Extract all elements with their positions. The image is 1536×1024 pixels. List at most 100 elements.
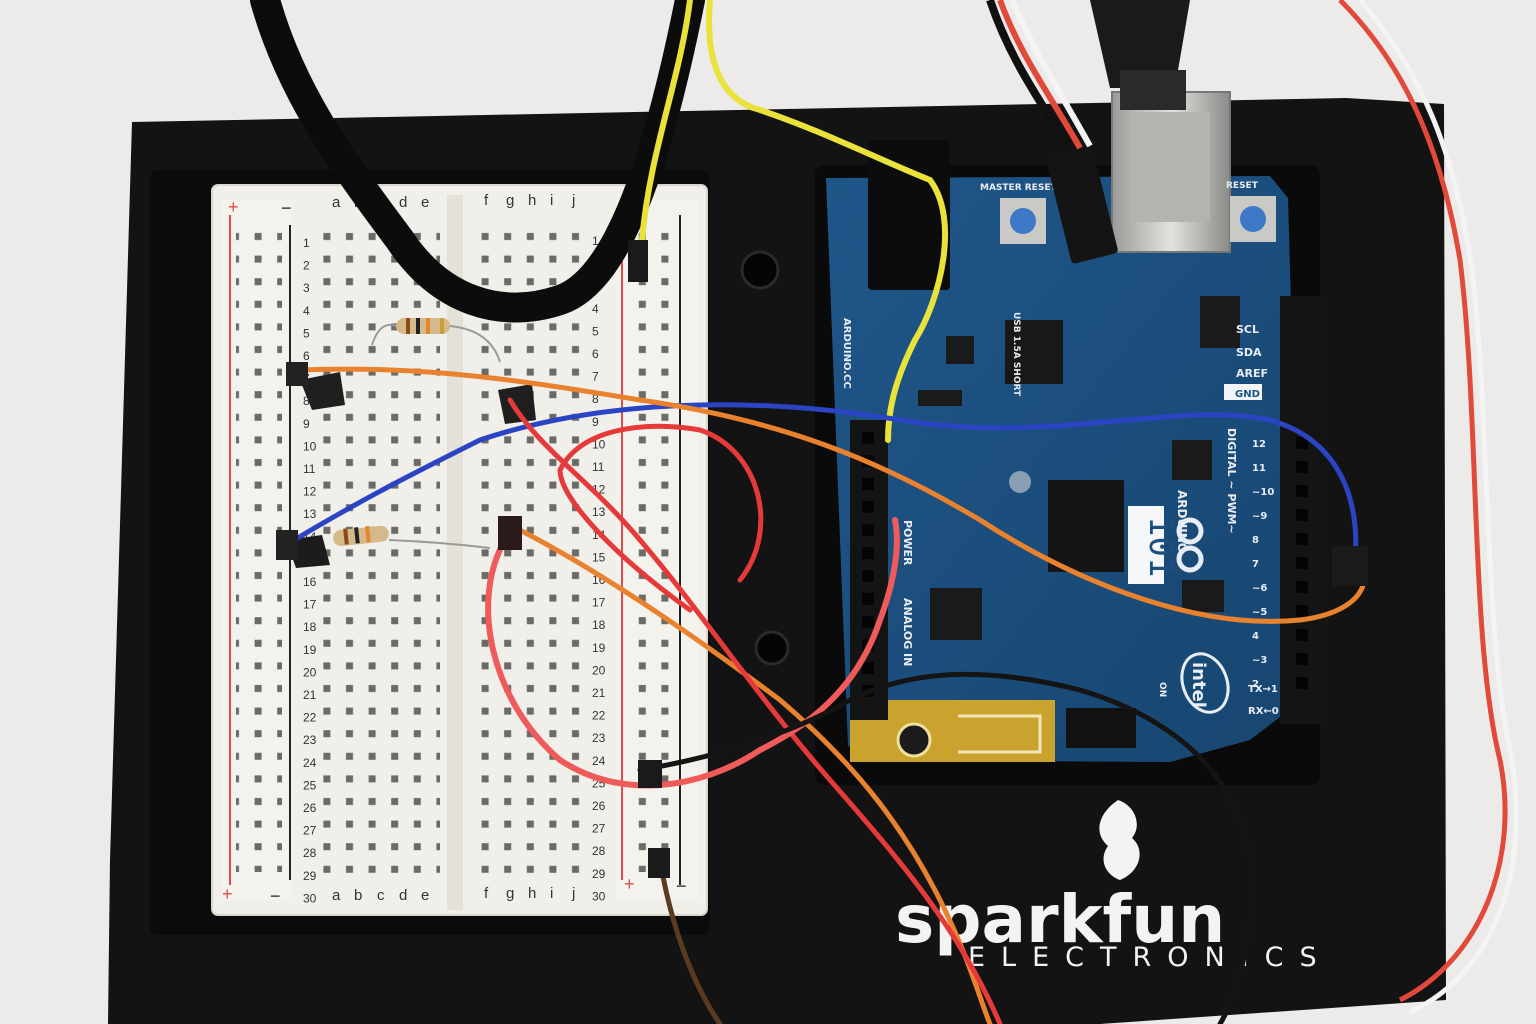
black-wire-gnd (637, 671, 1254, 1024)
digital-socket[interactable] (1296, 485, 1308, 497)
master-reset-button[interactable] (1000, 198, 1046, 244)
red-wire-long (507, 397, 1003, 1024)
reset-button[interactable] (1230, 196, 1276, 242)
col-label-i-bottom: i (550, 885, 553, 902)
digital-socket[interactable] (1296, 461, 1308, 473)
row-number-right: 21 (592, 686, 606, 700)
col-label-h-bottom: h (528, 885, 536, 902)
left-header-sockets (862, 432, 874, 697)
digital-pin-label: 12 (1252, 439, 1266, 450)
digital-socket[interactable] (1296, 629, 1308, 641)
row-number-right: 18 (592, 618, 606, 632)
header-socket[interactable] (862, 501, 874, 513)
row-number-left: 30 (303, 891, 317, 905)
red-wire-short (557, 423, 764, 613)
row-number-left: 21 (303, 688, 317, 702)
usb-cable (1090, 0, 1190, 88)
row-number-left: 10 (303, 439, 317, 453)
yellow-wire-arduino (706, 0, 949, 443)
row-number-left: 18 (303, 620, 317, 634)
usb-short-label: USB 1.5A SHORT (1011, 312, 1021, 397)
row-number-right: 7 (592, 370, 599, 384)
digital-socket[interactable] (1296, 653, 1308, 665)
row-number-right: 4 (592, 302, 599, 316)
col-label-e: e (421, 194, 429, 211)
digital-pin-label: 11 (1252, 463, 1266, 474)
icsp-header (1200, 296, 1240, 348)
arduino-site-label: ARDUINO.CC (841, 318, 852, 389)
rail-minus-top-left: − (281, 198, 292, 218)
header-socket[interactable] (862, 616, 874, 628)
col-label-d: d (399, 194, 407, 211)
reset-label: RESET (1226, 181, 1259, 191)
col-label-f: f (484, 192, 489, 209)
row-number-left: 12 (303, 485, 317, 499)
col-label-e-bottom: e (421, 887, 429, 904)
row-number-right: 9 (592, 415, 599, 429)
row-number-left: 4 (303, 304, 310, 318)
row-number-left: 23 (303, 733, 317, 747)
row-numbers-left: 1234567891011121314151617181920212223242… (303, 236, 317, 905)
col-label-j: j (571, 192, 575, 209)
digital-pin-label: ~10 (1252, 487, 1274, 498)
rail-plus-bottom-left: + (222, 884, 233, 904)
yellow-wire-breadboard (639, 0, 693, 243)
servo-connector (1046, 146, 1118, 264)
row-number-left: 3 (303, 281, 310, 295)
sparkfun-subtitle: ELECTRONICS (968, 942, 1333, 973)
digital-socket[interactable] (1296, 437, 1308, 449)
digital-pin-label: ~6 (1252, 583, 1267, 594)
col-label-a: a (332, 194, 341, 211)
digital-pin-label: 7 (1252, 559, 1259, 570)
row-number-left: 2 (303, 259, 310, 273)
header-socket[interactable] (862, 593, 874, 605)
col-label-d-bottom: d (399, 887, 407, 904)
header-socket[interactable] (862, 570, 874, 582)
intel-logo: intel (1180, 652, 1230, 714)
sda-label: SDA (1236, 346, 1262, 359)
on-led-label: ON (1157, 682, 1167, 697)
row-number-left: 1 (303, 236, 310, 250)
row-number-left: 6 (303, 349, 310, 363)
header-socket[interactable] (862, 547, 874, 559)
col-label-b-bottom: b (354, 887, 362, 904)
digital-sockets (1296, 437, 1308, 689)
digital-socket[interactable] (1296, 581, 1308, 593)
row-number-right: 26 (592, 799, 606, 813)
arduino-logo: 101 ARDUINO (1128, 490, 1204, 584)
row-number-left: 5 (303, 326, 310, 340)
row-number-left: 9 (303, 417, 310, 431)
brown-wire (657, 857, 723, 1024)
header-socket[interactable] (862, 432, 874, 444)
digital-pin-label: 8 (1252, 535, 1259, 546)
digital-socket[interactable] (1296, 533, 1308, 545)
col-label-h: h (528, 192, 536, 209)
row-number-left: 27 (303, 824, 317, 838)
digital-socket[interactable] (1296, 605, 1308, 617)
header-socket[interactable] (862, 524, 874, 536)
row-number-left: 16 (303, 575, 317, 589)
header-socket[interactable] (862, 478, 874, 490)
rail-minus-bottom-right: − (676, 876, 687, 896)
digital-socket[interactable] (1296, 677, 1308, 689)
row-number-right: 28 (592, 844, 606, 858)
breadboard: + − + − + − a b c d e f g h i j (211, 184, 708, 916)
row-number-left: 24 (303, 756, 317, 770)
row-number-left: 8 (303, 394, 310, 408)
row-number-left: 22 (303, 711, 317, 725)
col-label-f-bottom: f (484, 885, 489, 902)
row-number-right: 27 (592, 822, 606, 836)
digital-pin-label: 2 (1252, 679, 1259, 690)
digital-pin-label: ~9 (1252, 511, 1267, 522)
col-label-g: g (506, 192, 514, 209)
header-socket[interactable] (862, 662, 874, 674)
digital-socket[interactable] (1296, 557, 1308, 569)
row-number-right: 11 (592, 460, 605, 474)
row-number-right: 20 (592, 663, 606, 677)
digital-socket[interactable] (1296, 509, 1308, 521)
digital-pin-label: ~3 (1252, 655, 1267, 666)
row-number-left: 28 (303, 846, 317, 860)
row-number-right: 30 (592, 889, 606, 903)
col-label-g-bottom: g (506, 885, 514, 902)
